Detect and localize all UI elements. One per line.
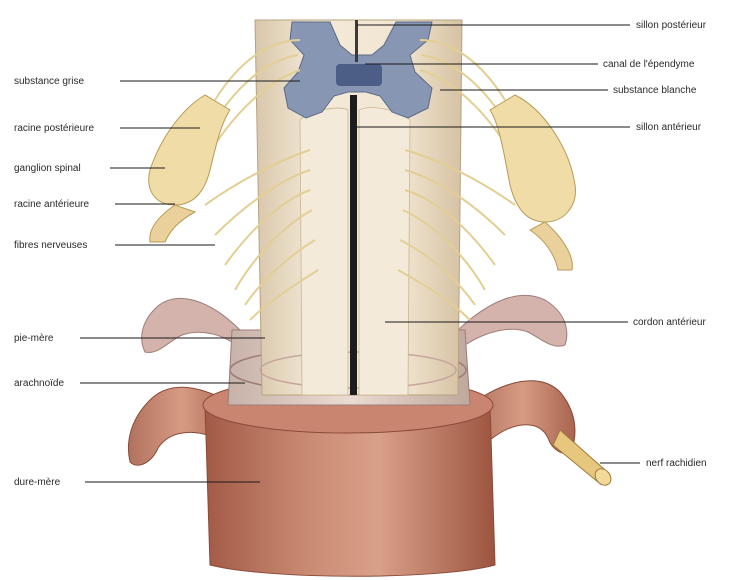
label-arachnoide: arachnoïde [14,378,64,389]
anterior-median-fissure [350,95,357,395]
label-cordon-anterieur: cordon antérieur [633,317,706,328]
spinal-nerve-stub [553,430,614,488]
label-sillon-anterieur: sillon antérieur [636,122,702,133]
spinal-ganglion-left [149,95,230,205]
ventral-root-right [530,222,572,270]
label-fibres-nerveuses: fibres nerveuses [14,240,87,251]
label-nerf-rachidien: nerf rachidien [646,458,707,469]
label-ganglion-spinal: ganglion spinal [14,163,81,174]
labels-left: substance grise racine postérieure gangl… [14,76,94,488]
arachnoid-left-sleeve [142,298,240,352]
posterior-median-sulcus [355,20,358,62]
label-dure-mere: dure-mère [14,477,61,488]
label-canal-ependyme: canal de l'épendyme [603,59,695,70]
label-substance-blanche: substance blanche [613,85,697,96]
label-racine-posterieure: racine postérieure [14,123,94,134]
anterior-column-right [359,108,410,395]
label-substance-grise: substance grise [14,76,84,87]
label-pie-mere: pie-mère [14,333,54,344]
label-sillon-posterieur: sillon postérieur [636,20,707,31]
label-racine-anterieure: racine antérieure [14,199,89,210]
dorsal-root-right [490,95,575,270]
labels-right: sillon postérieur canal de l'épendyme su… [603,20,707,469]
spinal-ganglion-right [490,95,575,222]
dura-mater-layer [128,377,614,576]
ventral-root-left [150,205,195,242]
central-canal-band [336,64,382,86]
